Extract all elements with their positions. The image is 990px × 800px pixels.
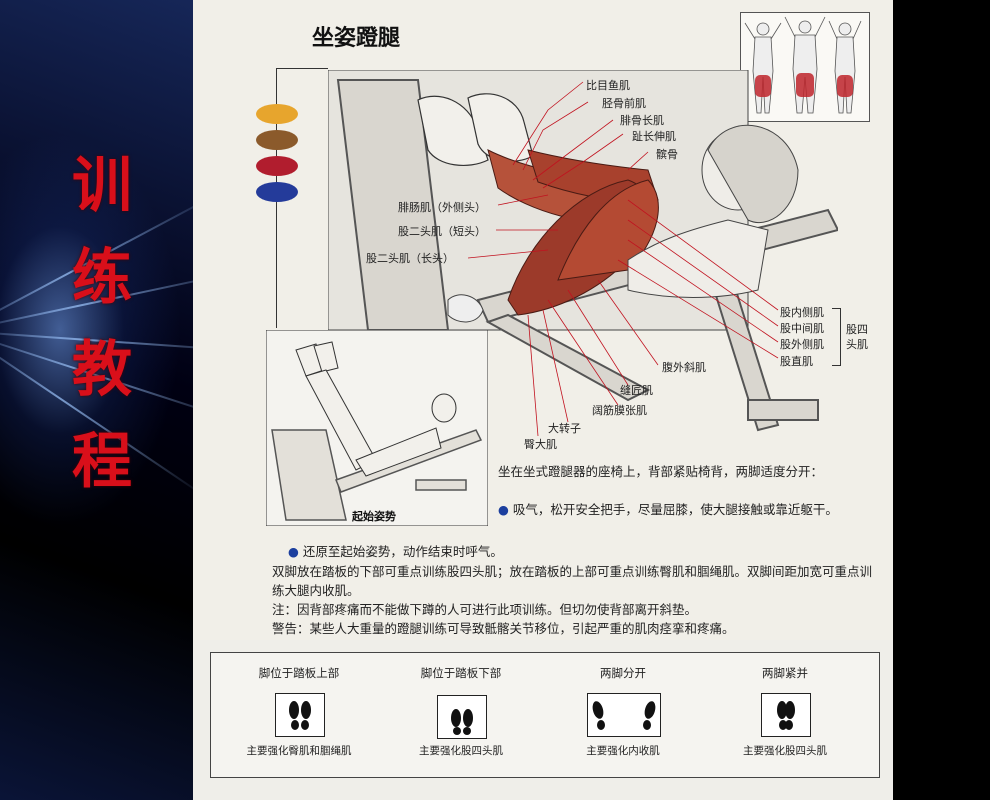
swatch-brown: [256, 130, 298, 150]
feet-position-together: 两脚紧并 主要强化股四头肌: [705, 653, 865, 777]
frame-line: [276, 68, 328, 69]
label-soleus: 比目鱼肌: [586, 79, 630, 92]
label-vastus-lateralis: 股外侧肌: [780, 338, 824, 351]
feet-caption: 两脚分开: [600, 666, 646, 680]
feet-caption: 脚位于踏板下部: [420, 666, 502, 680]
label-biceps-long: 股二头肌（长头）: [366, 252, 454, 265]
leg-press-illustration: [328, 70, 838, 437]
instruction-step2-text: 还原至起始姿势，动作结束时呼气。: [302, 544, 503, 559]
feet-position-apart: 两脚分开 主要强化内收肌: [543, 653, 703, 777]
label-gastrocnemius-lateral: 腓肠肌（外侧头）: [398, 201, 486, 214]
feet-caption: 脚位于踏板上部: [258, 666, 340, 680]
side-title-char: 练: [72, 243, 132, 313]
label-extensor-digitorum: 趾长伸肌: [632, 130, 676, 143]
label-patella: 髌骨: [656, 148, 678, 161]
label-rectus-femoris: 股直肌: [780, 355, 813, 368]
anatomy-thumbnail: [740, 12, 870, 122]
side-title-char: 训: [72, 151, 132, 221]
swatch-red: [256, 156, 298, 176]
label-sartorius: 缝匠肌: [620, 384, 653, 397]
right-border: [893, 0, 990, 800]
swatch-blue: [256, 182, 298, 202]
side-title-char: 教: [72, 335, 132, 405]
page-title: 坐姿蹬腿: [312, 26, 401, 51]
label-peroneus-longus: 腓骨长肌: [620, 114, 664, 127]
label-external-oblique: 腹外斜肌: [662, 361, 706, 374]
background-panel: [0, 0, 193, 800]
instruction-step1: ● 吸气，松开安全把手，尽量屈膝，使大腿接触或靠近躯干。: [498, 500, 878, 519]
instruction-note: 注：因背部疼痛而不能做下蹲的人可进行此项训练。但切勿使背部离开斜垫。: [272, 602, 698, 617]
feet-together-icon: [437, 695, 487, 739]
feet-note: 主要强化臀肌和腘绳肌: [246, 745, 352, 757]
feet-together-icon: [275, 693, 325, 737]
feet-together-icon: [761, 693, 811, 737]
feet-position-panel: 脚位于踏板上部 主要强化臀肌和腘绳肌 脚位于踏板下部 主要强化股四头肌 两脚分开…: [210, 652, 880, 778]
feet-note: 主要强化股四头肌: [743, 745, 827, 757]
side-title: 训 练 教 程: [62, 150, 142, 498]
bullet-icon: ●: [498, 502, 509, 517]
instruction-step2: ● 还原至起始姿势，动作结束时呼气。: [288, 542, 868, 561]
instruction-p1: 双脚放在踏板的下部可重点训练股四头肌；放在踏板的上部可重点训练臀肌和腘绳肌。双脚…: [272, 564, 873, 598]
feet-caption: 两脚紧并: [762, 666, 808, 680]
starting-position-illustration: [266, 330, 488, 526]
instruction-step1-text: 吸气，松开安全把手，尽量屈膝，使大腿接触或靠近躯干。: [512, 502, 838, 517]
feet-apart-icon: [587, 693, 661, 737]
label-quadriceps: 股四头肌: [846, 323, 868, 351]
label-biceps-short: 股二头肌（短头）: [398, 225, 486, 238]
bullet-icon: ●: [288, 544, 299, 559]
feet-note: 主要强化股四头肌: [419, 745, 503, 757]
label-greater-trochanter: 大转子: [548, 422, 581, 435]
label-vastus-intermedius: 股中间肌: [780, 322, 824, 335]
swatch-orange: [256, 104, 298, 124]
instruction-intro: 坐在坐式蹬腿器的座椅上，背部紧贴椅背，两脚适度分开：: [498, 464, 824, 479]
side-title-char: 程: [72, 427, 132, 497]
quadriceps-bracket: [832, 308, 841, 366]
feet-position-lower: 脚位于踏板下部 主要强化股四头肌: [381, 653, 541, 777]
feet-position-upper: 脚位于踏板上部 主要强化臀肌和腘绳肌: [219, 653, 379, 777]
anatomy-figures-icon: [744, 16, 862, 114]
inset-caption: 起始姿势: [352, 510, 396, 523]
feet-note: 主要强化内收肌: [586, 745, 660, 757]
label-tensor-fasciae-latae: 阔筋膜张肌: [592, 404, 647, 417]
label-vastus-medialis: 股内侧肌: [780, 306, 824, 319]
instruction-warning: 警告：某些人大重量的蹬腿训练可导致骶髂关节移位，引起严重的肌肉痉挛和疼痛。: [272, 621, 735, 636]
label-gluteus-maximus: 臀大肌: [524, 438, 557, 451]
label-tibialis-anterior: 胫骨前肌: [602, 97, 646, 110]
